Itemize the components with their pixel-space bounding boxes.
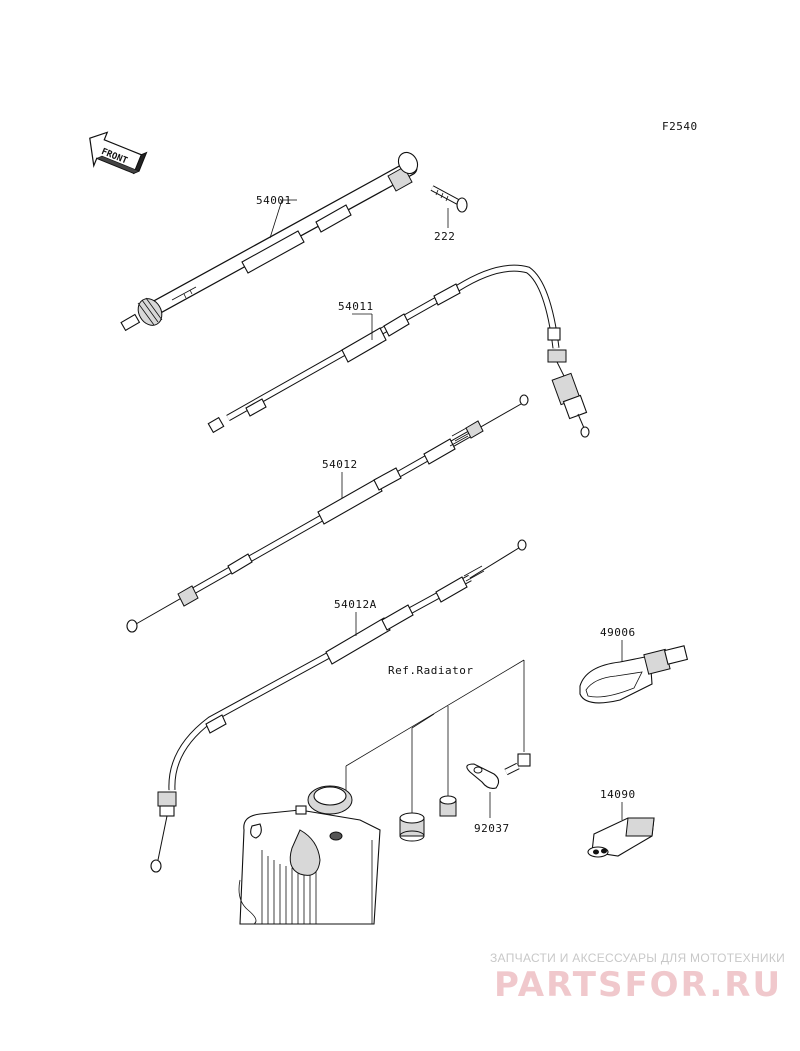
label-54012a: 54012A [334, 598, 377, 611]
figure-code: F2540 [662, 120, 698, 133]
rubber-cap-part [587, 817, 655, 858]
throttle-cable [207, 264, 590, 438]
clutch-cable [126, 394, 529, 633]
radiator-part [238, 785, 381, 925]
watermark-tagline: ЗАПЧАСТИ И АКСЕССУАРЫ ДЛЯ МОТОТЕХНИКИ [490, 951, 785, 965]
label-54001: 54001 [256, 194, 292, 207]
label-ref-radiator: Ref.Radiator [388, 664, 473, 677]
collar-part [439, 795, 457, 817]
leader-54001-b [269, 199, 283, 239]
clutch-cable-a [150, 539, 527, 873]
label-14090: 14090 [600, 788, 636, 801]
label-49006: 49006 [600, 626, 636, 639]
label-54012: 54012 [322, 458, 358, 471]
screw-part [430, 185, 468, 213]
watermark-brand: PARTSFOR.RU [494, 965, 782, 1005]
leader-ref-a [411, 713, 435, 729]
bolt-part [504, 753, 531, 776]
label-222: 222 [434, 230, 455, 243]
speedometer-cable [120, 151, 419, 332]
grommet-part [399, 812, 425, 842]
leader-ref-main [345, 659, 525, 767]
cap-part [579, 645, 689, 704]
label-92037: 92037 [474, 822, 510, 835]
front-arrow-icon: FRONT [89, 131, 148, 175]
clamp-part [466, 763, 500, 789]
label-54011: 54011 [338, 300, 374, 313]
